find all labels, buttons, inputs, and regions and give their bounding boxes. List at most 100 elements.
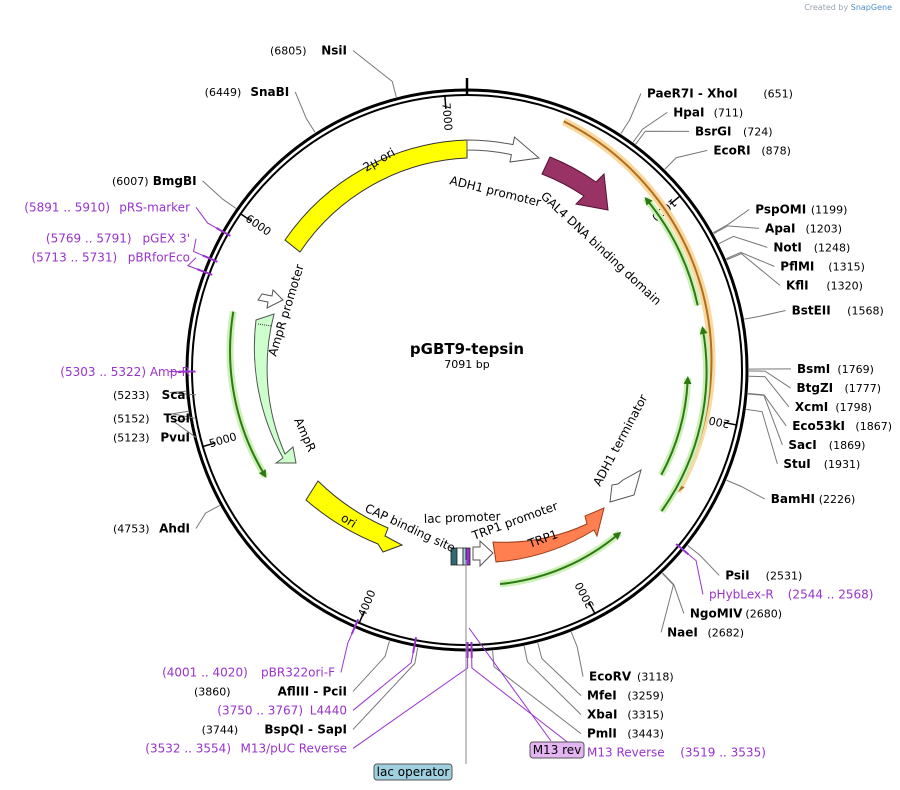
primer-coord: (5769 .. 5791) <box>46 232 132 246</box>
enzyme-site-label: PsiI(2531) <box>725 568 802 582</box>
primer-name: pGEX 3' <box>143 232 190 246</box>
site-name: AflIII - PciI <box>278 684 347 698</box>
site-coord: (2226) <box>819 493 856 506</box>
primer-coord: (5303 .. 5322) <box>60 365 146 379</box>
primer-coord: (3750 .. 3767) <box>217 703 303 717</box>
site-name: ScaI <box>162 388 190 402</box>
enzyme-site-label: NaeI (2682) <box>667 625 744 639</box>
site-name: PaeR7I - XhoI <box>647 86 738 100</box>
site-coord: (2682) <box>708 626 745 639</box>
leader-line <box>687 545 720 576</box>
leader-line <box>726 479 765 500</box>
enzyme-site-label: StuI(1931) <box>783 457 860 471</box>
label-ampr: AmpR <box>291 416 318 454</box>
site-coord: (3860) <box>194 685 231 698</box>
feature-adh1-terminator <box>609 468 642 503</box>
enzyme-site-label: PspOMI(1199) <box>755 202 847 216</box>
leader-line <box>352 647 419 730</box>
leader-line <box>747 393 783 446</box>
site-name: BtgZI <box>797 381 834 395</box>
primer-mark <box>202 254 218 263</box>
site-name: XcmI <box>795 400 828 414</box>
site-coord: (711) <box>714 106 744 119</box>
enzyme-site-label: EcoRI(878) <box>713 143 791 157</box>
site-coord: (1867) <box>855 420 892 433</box>
site-coord: (3259) <box>627 690 664 703</box>
orf-arrows <box>226 117 716 588</box>
site-coord: (6449) <box>205 86 242 99</box>
plasmid-name: pGBT9-tepsin <box>410 340 524 358</box>
site-name: BmgBI <box>153 174 197 188</box>
site-coord: (6805) <box>270 45 307 58</box>
site-coord: (1199) <box>811 203 848 216</box>
feature-adh1-promoter <box>466 136 541 163</box>
primer-label: L4440 (3750 .. 3767) <box>217 703 347 717</box>
leader-line <box>718 235 768 248</box>
site-name: PvuI <box>160 430 190 444</box>
enzyme-site-label: Eco53kI (1867) <box>792 419 892 433</box>
site-coord: (5152) <box>113 412 150 425</box>
site-coord: (2680) <box>745 607 782 620</box>
orf-arc-3-glow <box>658 377 692 477</box>
enzyme-site-label: PmlI(3443) <box>587 727 664 741</box>
site-name: PsiI <box>725 568 749 582</box>
primer-label: Amp-R(5303 .. 5322) <box>60 365 190 379</box>
leader-line <box>713 208 750 234</box>
plasmid-size: 7091 bp <box>444 358 489 371</box>
orf-arc-2 <box>660 326 708 512</box>
enzyme-site-label: BstEII(1568) <box>792 303 884 317</box>
enzyme-site-label: MfeI(3259) <box>587 689 664 703</box>
site-name: HpaI <box>673 105 704 119</box>
leader-line <box>193 238 209 259</box>
boxed-labels: M13 rev lac operator <box>373 560 585 781</box>
feature-trp1-promoter <box>472 539 494 568</box>
site-name: BsrGI <box>695 124 732 138</box>
enzyme-site-label: AhdI(4753) <box>113 521 190 535</box>
site-name: Eco53kI <box>792 419 845 433</box>
primer-label: pHybLex-R(2544 .. 2568) <box>709 587 874 601</box>
tick-label: 7000 <box>439 102 454 131</box>
watermark-prefix: Created by <box>804 3 849 12</box>
enzyme-site-label: TsoI(5152) <box>113 411 190 425</box>
enzyme-site-label: SnaBI(6449) <box>205 85 290 99</box>
site-labels: NsiI(6805)SnaBI(6449)BmgBI(6007)pRS-mark… <box>24 44 892 760</box>
leader-line <box>294 91 316 133</box>
enzyme-site-label: SacI(1869) <box>788 438 865 452</box>
enzyme-site-label: KflI(1320) <box>786 278 863 292</box>
primer-name: pRS-marker <box>119 200 190 214</box>
enzyme-site-label: ApaI(1203) <box>765 221 842 235</box>
site-coord: (1315) <box>828 260 865 273</box>
enzyme-site-label: BamHI(2226) <box>771 492 856 506</box>
feature-ampr-promoter <box>257 288 284 309</box>
site-name: EcoRV <box>589 670 632 684</box>
leader-line <box>664 149 708 170</box>
primer-coord: (4001 .. 4020) <box>162 665 248 679</box>
leader-line <box>202 180 237 209</box>
enzyme-site-label: HpaI (711) <box>673 105 743 119</box>
leader-line <box>352 50 397 98</box>
label-adh1-terminator: ADH1 terminator <box>590 392 650 488</box>
leader-line <box>713 225 760 235</box>
leader-line <box>683 549 704 595</box>
site-name: ApaI <box>765 221 795 235</box>
m13-rev-text: M13 rev <box>533 743 582 757</box>
tick-label: 5000 <box>208 430 239 450</box>
leader-line <box>172 410 197 419</box>
leader-line <box>748 375 790 408</box>
tick-mark <box>239 212 252 222</box>
leader-line <box>195 504 220 529</box>
enzyme-site-label: PaeR7I - XhoI(651) <box>647 86 793 100</box>
site-coord: (878) <box>761 144 791 157</box>
leader-lines <box>169 50 792 754</box>
site-name: SacI <box>788 438 816 452</box>
site-coord: (3744) <box>202 723 239 736</box>
site-name: NaeI <box>667 625 698 639</box>
leader-line <box>340 628 355 673</box>
leader-line <box>620 93 642 134</box>
primer-name: L4440 <box>310 703 347 717</box>
leader-line <box>169 390 197 396</box>
enzyme-site-label: BspQI - SapI(3744) <box>202 722 347 736</box>
primer-label: pGEX 3' (5769 .. 5791) <box>46 232 190 246</box>
site-name: NsiI <box>321 44 347 58</box>
tick-mark <box>444 94 447 109</box>
